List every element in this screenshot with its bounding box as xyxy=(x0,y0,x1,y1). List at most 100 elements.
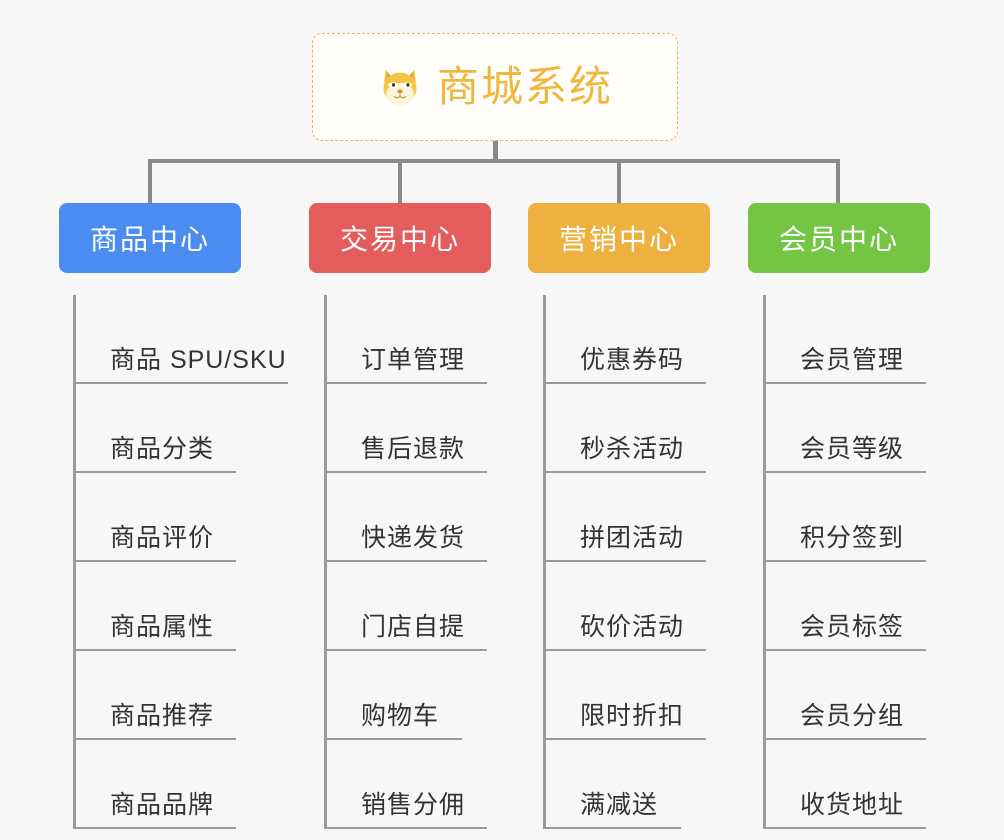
leaf-underline xyxy=(543,382,706,384)
connector-bus xyxy=(148,159,840,163)
leaf-item-label: 会员分组 xyxy=(800,702,905,730)
leaf-list-marketing-center: 优惠券码秒杀活动拼团活动砍价活动限时折扣满减送 xyxy=(543,295,710,829)
leaf-underline xyxy=(543,471,706,473)
leaf-underline xyxy=(763,382,926,384)
leaf-underline xyxy=(324,827,487,829)
leaf-underline xyxy=(324,382,487,384)
leaf-item[interactable]: 售后退款 xyxy=(324,384,491,473)
root-node-shop-system[interactable]: 商城系统 xyxy=(312,33,678,141)
leaf-item[interactable]: 购物车 xyxy=(324,651,491,740)
leaf-item[interactable]: 收货地址 xyxy=(763,740,930,829)
leaf-item-label: 销售分佣 xyxy=(361,791,466,819)
category-column-marketing-center: 营销中心优惠券码秒杀活动拼团活动砍价活动限时折扣满减送 xyxy=(528,203,710,829)
leaf-item-label: 购物车 xyxy=(361,702,440,730)
leaf-item-label: 会员标签 xyxy=(800,613,905,641)
category-label: 营销中心 xyxy=(558,224,679,255)
leaf-underline xyxy=(543,560,706,562)
leaf-list-product-center: 商品 SPU/SKU 商品分类商品评价商品属性商品推荐商品品牌 xyxy=(73,295,288,829)
connector-root-stem xyxy=(493,141,498,163)
leaf-item-label: 会员管理 xyxy=(800,346,905,374)
leaf-item[interactable]: 商品分类 xyxy=(73,384,241,473)
category-column-trade-center: 交易中心订单管理售后退款快递发货门店自提购物车销售分佣 xyxy=(309,203,491,829)
leaf-item[interactable]: 拼团活动 xyxy=(543,473,710,562)
leaf-list-member-center: 会员管理会员等级积分签到会员标签会员分组收货地址 xyxy=(763,295,930,829)
leaf-item[interactable]: 积分签到 xyxy=(763,473,930,562)
column-spine xyxy=(324,295,327,829)
column-spine xyxy=(763,295,766,829)
category-column-product-center: 商品中心商品 SPU/SKU 商品分类商品评价商品属性商品推荐商品品牌 xyxy=(59,203,288,829)
leaf-underline xyxy=(73,382,288,384)
leaf-item-label: 门店自提 xyxy=(361,613,466,641)
connector-drop-product xyxy=(148,159,152,205)
leaf-underline xyxy=(73,827,236,829)
leaf-item-label: 商品分类 xyxy=(110,435,215,463)
leaf-item-label: 拼团活动 xyxy=(580,524,685,552)
root-node-label: 商城系统 xyxy=(436,63,613,110)
leaf-item[interactable]: 商品品牌 xyxy=(73,740,241,829)
connector-drop-member xyxy=(836,159,840,205)
leaf-item-label: 商品品牌 xyxy=(110,791,215,819)
category-box-trade-center[interactable]: 交易中心 xyxy=(309,203,491,273)
leaf-underline xyxy=(73,471,236,473)
leaf-underline xyxy=(763,827,926,829)
category-box-marketing-center[interactable]: 营销中心 xyxy=(528,203,710,273)
leaf-underline xyxy=(73,649,236,651)
category-column-member-center: 会员中心会员管理会员等级积分签到会员标签会员分组收货地址 xyxy=(748,203,930,829)
category-box-product-center[interactable]: 商品中心 xyxy=(59,203,241,273)
leaf-underline xyxy=(763,649,926,651)
leaf-item[interactable]: 优惠券码 xyxy=(543,295,710,384)
leaf-item-label: 商品属性 xyxy=(110,613,215,641)
leaf-item-label: 售后退款 xyxy=(361,435,466,463)
leaf-underline xyxy=(324,649,487,651)
leaf-item[interactable]: 会员管理 xyxy=(763,295,930,384)
connector-drop-trade xyxy=(398,159,402,205)
leaf-underline xyxy=(763,560,926,562)
leaf-item[interactable]: 商品推荐 xyxy=(73,651,241,740)
leaf-item-label: 会员等级 xyxy=(800,435,905,463)
leaf-item-label: 积分签到 xyxy=(800,524,905,552)
leaf-underline xyxy=(543,827,681,829)
leaf-underline xyxy=(324,560,487,562)
leaf-item[interactable]: 商品评价 xyxy=(73,473,241,562)
leaf-item[interactable]: 满减送 xyxy=(543,740,710,829)
leaf-item-label: 砍价活动 xyxy=(580,613,685,641)
connector-drop-marketing xyxy=(617,159,621,205)
leaf-item[interactable]: 销售分佣 xyxy=(324,740,491,829)
leaf-item-label: 快递发货 xyxy=(361,524,466,552)
leaf-item[interactable]: 会员分组 xyxy=(763,651,930,740)
leaf-underline xyxy=(763,738,926,740)
leaf-item[interactable]: 会员标签 xyxy=(763,562,930,651)
category-label: 交易中心 xyxy=(339,224,460,255)
leaf-underline xyxy=(543,738,706,740)
leaf-item-label: 满减送 xyxy=(580,791,659,819)
leaf-underline xyxy=(324,471,487,473)
column-spine xyxy=(73,295,76,829)
leaf-item-label: 收货地址 xyxy=(800,791,905,819)
leaf-item[interactable]: 订单管理 xyxy=(324,295,491,384)
leaf-item[interactable]: 商品 SPU/SKU xyxy=(73,295,288,384)
leaf-item[interactable]: 限时折扣 xyxy=(543,651,710,740)
category-box-member-center[interactable]: 会员中心 xyxy=(748,203,930,273)
leaf-item-label: 订单管理 xyxy=(361,346,466,374)
leaf-item[interactable]: 商品属性 xyxy=(73,562,241,651)
category-label: 会员中心 xyxy=(778,224,899,255)
leaf-item[interactable]: 秒杀活动 xyxy=(543,384,710,473)
leaf-underline xyxy=(763,471,926,473)
leaf-list-trade-center: 订单管理售后退款快递发货门店自提购物车销售分佣 xyxy=(324,295,491,829)
leaf-item[interactable]: 会员等级 xyxy=(763,384,930,473)
leaf-underline xyxy=(543,649,706,651)
leaf-underline xyxy=(324,738,462,740)
shiba-dog-face-icon xyxy=(377,64,423,110)
leaf-item-label: 商品 SPU/SKU xyxy=(110,346,287,374)
category-label: 商品中心 xyxy=(89,224,210,255)
leaf-underline xyxy=(73,560,236,562)
leaf-item-label: 商品推荐 xyxy=(110,702,215,730)
column-spine xyxy=(543,295,546,829)
leaf-item[interactable]: 门店自提 xyxy=(324,562,491,651)
leaf-item[interactable]: 快递发货 xyxy=(324,473,491,562)
leaf-item[interactable]: 砍价活动 xyxy=(543,562,710,651)
leaf-item-label: 秒杀活动 xyxy=(580,435,685,463)
leaf-item-label: 优惠券码 xyxy=(580,346,685,374)
leaf-item-label: 商品评价 xyxy=(110,524,215,552)
